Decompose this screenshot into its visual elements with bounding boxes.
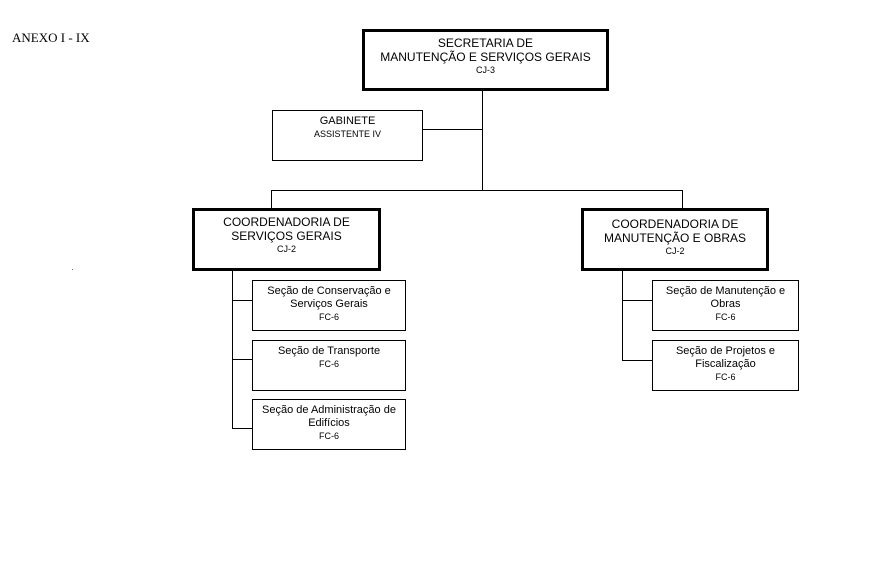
secao-line1: Seção de Projetos e	[675, 345, 776, 357]
secao-transporte-box: Seção de Transporte FC-6	[252, 340, 406, 391]
secao-code: FC-6	[715, 312, 736, 322]
secao-line1: Seção de Conservação e	[267, 285, 391, 297]
coord-manutencao-box: COORDENADORIA DE MANUTENÇÃO E OBRAS CJ-2	[581, 208, 769, 271]
connector-line	[232, 300, 253, 301]
coord-manutencao-code: CJ-2	[665, 246, 685, 256]
connector-line	[622, 300, 653, 301]
secretaria-code: CJ-3	[475, 65, 495, 75]
secao-code: FC-6	[715, 372, 736, 382]
secao-manutencao-box: Seção de Manutenção e Obras FC-6	[652, 280, 799, 331]
secao-line2: Obras	[710, 298, 741, 310]
coord-servicos-box: COORDENADORIA DE SERVIÇOS GERAIS CJ-2	[192, 208, 381, 271]
connector-line	[232, 359, 253, 360]
coord-manutencao-line2: MANUTENÇÃO E OBRAS	[603, 231, 747, 245]
connector-line	[682, 190, 683, 209]
stray-dot	[72, 269, 73, 270]
gabinete-box: GABINETE ASSISTENTE IV	[272, 110, 423, 161]
secao-projetos-box: Seção de Projetos e Fiscalização FC-6	[652, 340, 799, 391]
connector-line	[422, 129, 482, 130]
connector-line	[232, 270, 233, 429]
secao-line1: Seção de Manutenção e	[665, 285, 786, 297]
connector-line	[271, 190, 272, 209]
secretaria-line1: SECRETARIA DE	[437, 36, 534, 50]
secao-line2: Edifícios	[308, 417, 350, 429]
secao-line2: Fiscalização	[695, 358, 756, 370]
secretaria-box: SECRETARIA DE MANUTENÇÃO E SERVIÇOS GERA…	[362, 29, 609, 91]
secretaria-line2: MANUTENÇÃO E SERVIÇOS GERAIS	[380, 50, 591, 64]
connector-line	[232, 428, 253, 429]
connector-line	[482, 90, 483, 190]
secao-code: FC-6	[319, 359, 339, 369]
secao-line1: Seção de Administração de	[262, 404, 396, 416]
secao-code: FC-6	[319, 312, 339, 322]
secao-conservacao-box: Seção de Conservação e Serviços Gerais F…	[252, 280, 406, 331]
connector-line	[622, 270, 623, 360]
coord-servicos-line1: COORDENADORIA DE	[223, 215, 350, 229]
gabinete-title: GABINETE	[319, 115, 376, 127]
coord-manutencao-line1: COORDENADORIA DE	[611, 217, 739, 231]
coord-servicos-code: CJ-2	[276, 244, 296, 254]
connector-line	[271, 190, 683, 191]
secao-line2: Serviços Gerais	[290, 298, 368, 310]
secao-code: FC-6	[319, 431, 339, 441]
gabinete-code: ASSISTENTE IV	[313, 129, 382, 139]
coord-servicos-line2: SERVIÇOS GERAIS	[231, 229, 342, 243]
annex-label: ANEXO I - IX	[12, 30, 90, 45]
connector-line	[622, 360, 653, 361]
secao-administracao-box: Seção de Administração de Edifícios FC-6	[252, 399, 406, 450]
secao-line1: Seção de Transporte	[277, 345, 381, 357]
